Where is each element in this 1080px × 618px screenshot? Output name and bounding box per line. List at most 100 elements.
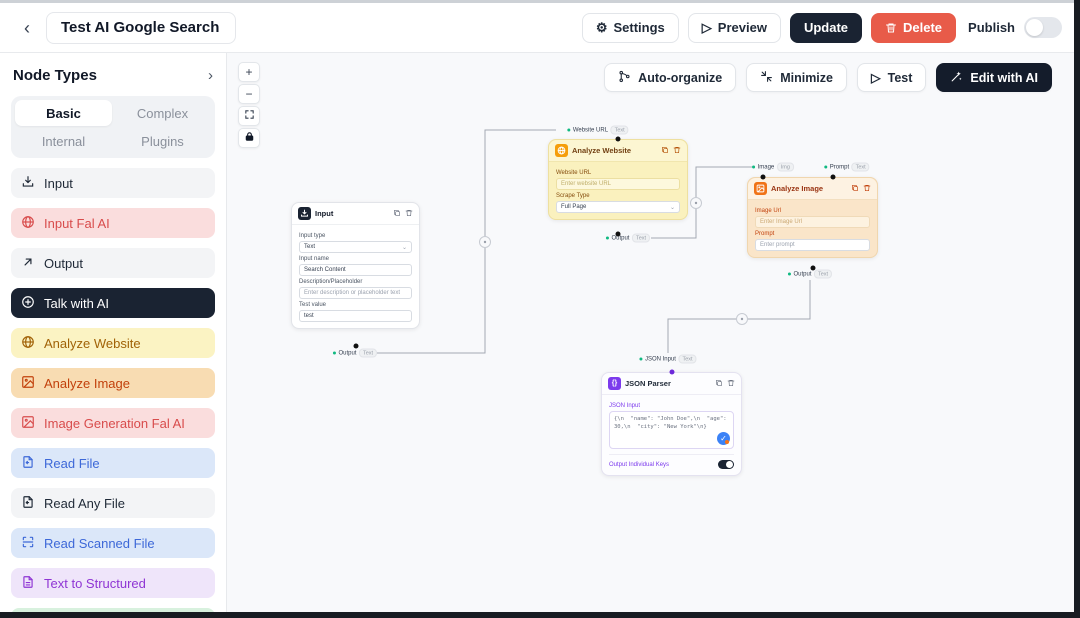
output-handle-label: Output Text bbox=[332, 348, 378, 358]
canvas-controls: + − bbox=[238, 62, 260, 148]
tab-basic[interactable]: Basic bbox=[15, 100, 112, 126]
output-handle[interactable] bbox=[810, 265, 815, 271]
sidebar-title: Node Types bbox=[13, 67, 97, 84]
tab-plugins[interactable]: Plugins bbox=[141, 133, 184, 149]
wand-icon bbox=[950, 70, 963, 86]
minimize-button[interactable]: Minimize bbox=[746, 63, 847, 92]
output-handle[interactable] bbox=[615, 231, 621, 237]
node-types-sidebar: Node Types › Basic Complex Internal Plug… bbox=[0, 53, 227, 612]
website-url-field[interactable]: Enter website URL bbox=[556, 178, 680, 190]
trash-icon[interactable] bbox=[863, 184, 871, 194]
duplicate-icon[interactable] bbox=[715, 379, 723, 389]
node-type-tabs: Basic Complex Internal Plugins bbox=[11, 96, 215, 158]
file-icon bbox=[21, 455, 35, 472]
handle-dot-icon bbox=[605, 236, 609, 240]
node-type-read-file[interactable]: Read File bbox=[11, 448, 215, 478]
preview-button[interactable]: ▷ Preview bbox=[687, 12, 781, 43]
node-type-text-to-structured[interactable]: Text to Structured bbox=[11, 568, 215, 598]
output-keys-toggle[interactable] bbox=[718, 460, 734, 469]
scan-icon bbox=[21, 535, 35, 552]
input-handle[interactable] bbox=[615, 136, 621, 142]
duplicate-icon[interactable] bbox=[661, 146, 669, 156]
settings-button[interactable]: ⚙ Settings bbox=[581, 12, 679, 43]
field-label: Description/Placeholder bbox=[299, 279, 363, 285]
node-type-analyze-image[interactable]: Analyze Image bbox=[11, 368, 215, 398]
test-button[interactable]: ▷ Test bbox=[857, 63, 927, 92]
node-analyze-website[interactable]: Analyze Website Website URL Enter websit… bbox=[548, 139, 688, 220]
node-title: Analyze Image bbox=[771, 184, 824, 193]
toggle-knob bbox=[1026, 19, 1043, 36]
lock-icon bbox=[244, 131, 255, 145]
input-type-select[interactable]: Text ⌄ bbox=[299, 241, 412, 253]
field-label: Test value bbox=[299, 302, 327, 308]
input-handle[interactable] bbox=[830, 174, 836, 180]
node-type-talk-with-ai[interactable]: Talk with AI bbox=[11, 288, 215, 318]
node-type-output[interactable]: Output bbox=[11, 248, 215, 278]
auto-organize-button[interactable]: Auto-organize bbox=[604, 63, 737, 92]
trash-icon bbox=[885, 22, 897, 34]
node-type-partial-item[interactable] bbox=[11, 608, 215, 612]
trash-icon[interactable] bbox=[673, 146, 681, 156]
gear-icon: ⚙ bbox=[595, 20, 608, 35]
duplicate-icon[interactable] bbox=[851, 184, 859, 194]
window-bottom-edge bbox=[0, 612, 1080, 618]
scrape-type-select[interactable]: Full Page ⌄ bbox=[556, 201, 680, 213]
edge-button bbox=[479, 236, 491, 248]
type-badge: Text bbox=[813, 269, 833, 279]
collapse-sidebar-button[interactable]: › bbox=[208, 67, 213, 84]
input-handle[interactable] bbox=[669, 369, 674, 375]
edge-button bbox=[736, 313, 748, 325]
node-type-image-generation-fal-ai[interactable]: Image Generation Fal AI bbox=[11, 408, 215, 438]
input-handle[interactable] bbox=[760, 174, 766, 180]
node-type-analyze-website[interactable]: Analyze Website bbox=[11, 328, 215, 358]
node-type-read-scanned-file[interactable]: Read Scanned File bbox=[11, 528, 215, 558]
node-type-input[interactable]: Input bbox=[11, 168, 215, 198]
fit-view-button[interactable] bbox=[238, 106, 260, 126]
node-type-input-fal-ai[interactable]: Input Fal AI bbox=[11, 208, 215, 238]
output-handle[interactable] bbox=[353, 343, 358, 349]
duplicate-icon[interactable] bbox=[393, 209, 401, 219]
validate-json-button[interactable]: ✓ bbox=[717, 432, 730, 445]
workflow-title-input[interactable]: Test AI Google Search bbox=[46, 11, 236, 44]
back-button[interactable]: ‹ bbox=[14, 15, 40, 41]
node-analyze-image[interactable]: Analyze Image Image Url Enter Image Url … bbox=[747, 177, 878, 258]
edit-with-ai-button[interactable]: Edit with AI bbox=[936, 63, 1052, 92]
document-icon bbox=[21, 575, 35, 592]
handle-dot-icon bbox=[639, 357, 643, 361]
zoom-out-button[interactable]: − bbox=[238, 84, 260, 104]
type-badge: Text bbox=[678, 354, 697, 364]
edge-layer bbox=[377, 129, 811, 354]
tab-complex[interactable]: Complex bbox=[136, 105, 189, 121]
test-value-field[interactable]: test bbox=[299, 310, 412, 322]
play-icon: ▷ bbox=[871, 71, 881, 85]
node-json-parser[interactable]: {} JSON Parser JSON Input {\n "name": "J… bbox=[601, 372, 742, 476]
node-input[interactable]: Input Input type Text ⌄ Input name Searc… bbox=[291, 202, 420, 329]
image-url-field[interactable]: Enter Image Url bbox=[755, 216, 870, 228]
description-field[interactable]: Enter description or placeholder text bbox=[299, 287, 412, 299]
window-top-edge bbox=[0, 0, 1080, 3]
play-icon: ▷ bbox=[701, 20, 712, 35]
plus-circle-icon bbox=[21, 295, 35, 312]
globe-icon bbox=[555, 144, 568, 157]
zoom-in-button[interactable]: + bbox=[238, 62, 260, 82]
update-button[interactable]: Update bbox=[789, 12, 863, 43]
publish-toggle[interactable] bbox=[1024, 17, 1062, 38]
field-label: Prompt bbox=[755, 231, 775, 237]
json-input-textarea[interactable]: {\n "name": "John Doe",\n "age": 30,\n "… bbox=[614, 415, 729, 445]
delete-button[interactable]: Delete bbox=[871, 12, 957, 43]
fit-view-icon bbox=[244, 109, 255, 123]
chevron-down-icon: ⌄ bbox=[401, 244, 407, 251]
tab-internal[interactable]: Internal bbox=[41, 133, 86, 149]
node-type-read-any-file[interactable]: Read Any File bbox=[11, 488, 215, 518]
trash-icon[interactable] bbox=[727, 379, 735, 389]
download-icon bbox=[298, 207, 311, 220]
input-name-field[interactable]: Search Content bbox=[299, 264, 412, 276]
canvas-toolbar: Auto-organize Minimize ▷ Test Edit with … bbox=[604, 63, 1052, 92]
type-badge: Img bbox=[776, 162, 794, 172]
lock-button[interactable] bbox=[238, 128, 260, 148]
trash-icon[interactable] bbox=[405, 209, 413, 219]
download-icon bbox=[21, 175, 35, 192]
prompt-field[interactable]: Enter prompt bbox=[755, 239, 870, 251]
workflow-canvas[interactable]: + − Auto-organize Minimize ▷ Test bbox=[227, 53, 1074, 612]
